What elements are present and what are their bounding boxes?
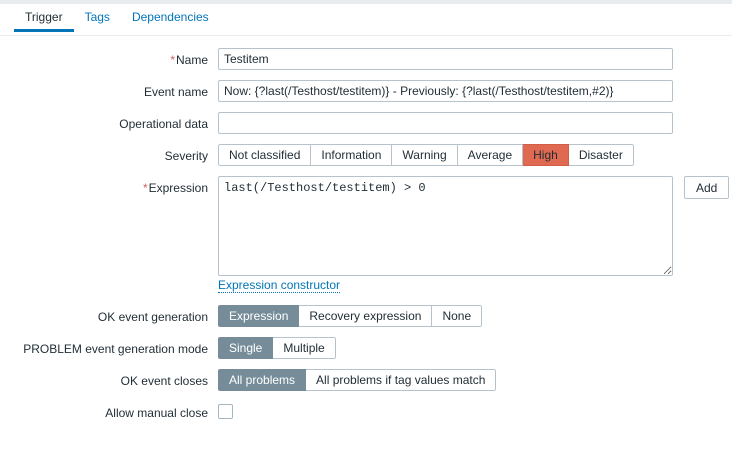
severity-segmented-control: Not classified Information Warning Avera… (218, 144, 634, 166)
tab-bar: Trigger Tags Dependencies (0, 4, 732, 36)
ok-event-generation-label: OK event generation (0, 305, 218, 325)
trigger-form: *Name Event name Operational data Severi… (0, 36, 732, 421)
severity-option-high[interactable]: High (523, 144, 569, 166)
form-row-event-name: Event name (0, 80, 732, 102)
tab-tags-label: Tags (84, 10, 110, 24)
form-row-name: *Name (0, 48, 732, 70)
name-label-text: Name (175, 53, 208, 67)
severity-label: Severity (0, 144, 218, 164)
allow-manual-close-checkbox[interactable] (218, 404, 233, 419)
severity-option-not-classified[interactable]: Not classified (218, 144, 312, 166)
ok-event-closes-option-all-problems-if-tag-values-match[interactable]: All problems if tag values match (306, 369, 497, 391)
expression-label: *Expression (0, 176, 218, 196)
name-label: *Name (0, 48, 218, 68)
allow-manual-close-label: Allow manual close (0, 401, 218, 421)
event-name-label: Event name (0, 80, 218, 100)
ok-event-generation-option-recovery-expression[interactable]: Recovery expression (299, 305, 433, 327)
problem-event-generation-mode-option-single[interactable]: Single (218, 337, 274, 359)
expression-textarea[interactable]: last(/Testhost/testitem) > 0 (218, 176, 673, 276)
problem-event-generation-mode-label: PROBLEM event generation mode (0, 337, 218, 357)
name-input[interactable] (218, 48, 673, 70)
form-row-operational-data: Operational data (0, 112, 732, 134)
form-row-expression: *Expression last(/Testhost/testitem) > 0… (0, 176, 732, 276)
severity-option-warning[interactable]: Warning (392, 144, 458, 166)
ok-event-closes-segmented-control: All problems All problems if tag values … (218, 369, 497, 391)
problem-event-generation-mode-label-text: PROBLEM event generation mode (23, 342, 208, 356)
tab-trigger[interactable]: Trigger (14, 4, 74, 32)
severity-option-disaster[interactable]: Disaster (568, 144, 634, 166)
form-row-allow-manual-close: Allow manual close (0, 401, 732, 421)
operational-data-label: Operational data (0, 112, 218, 132)
ok-event-generation-segmented-control: Expression Recovery expression None (218, 305, 483, 327)
severity-label-text: Severity (164, 149, 208, 163)
tab-tags[interactable]: Tags (74, 4, 121, 32)
problem-event-generation-mode-segmented-control: Single Multiple (218, 337, 336, 359)
form-row-severity: Severity Not classified Information Warn… (0, 144, 732, 166)
expression-constructor-row: Expression constructor (0, 278, 732, 293)
tab-dependencies-label: Dependencies (131, 10, 209, 24)
top-strip (0, 0, 732, 4)
required-asterisk: * (170, 53, 175, 67)
ok-event-generation-option-none[interactable]: None (432, 305, 483, 327)
tab-trigger-label: Trigger (25, 10, 63, 24)
ok-event-generation-label-text: OK event generation (97, 310, 208, 324)
form-row-problem-event-generation-mode: PROBLEM event generation mode Single Mul… (0, 337, 732, 359)
required-asterisk: * (142, 181, 148, 195)
form-row-ok-event-generation: OK event generation Expression Recovery … (0, 305, 732, 327)
tab-dependencies[interactable]: Dependencies (121, 4, 220, 32)
add-expression-button[interactable]: Add (684, 176, 730, 199)
operational-data-input[interactable] (218, 112, 673, 134)
ok-event-closes-label: OK event closes (0, 369, 218, 389)
expression-constructor-link[interactable]: Expression constructor (218, 278, 341, 293)
link-spacer (0, 278, 218, 293)
expression-label-text: Expression (148, 181, 208, 195)
ok-event-generation-option-expression[interactable]: Expression (218, 305, 300, 327)
ok-event-closes-label-text: OK event closes (120, 374, 208, 388)
operational-data-label-text: Operational data (119, 117, 208, 131)
problem-event-generation-mode-option-multiple[interactable]: Multiple (273, 337, 336, 359)
event-name-input[interactable] (218, 80, 673, 102)
allow-manual-close-label-text: Allow manual close (105, 406, 208, 420)
ok-event-closes-option-all-problems[interactable]: All problems (218, 369, 307, 391)
severity-option-average[interactable]: Average (457, 144, 524, 166)
severity-option-information[interactable]: Information (311, 144, 393, 166)
form-row-ok-event-closes: OK event closes All problems All problem… (0, 369, 732, 391)
event-name-label-text: Event name (143, 85, 208, 99)
